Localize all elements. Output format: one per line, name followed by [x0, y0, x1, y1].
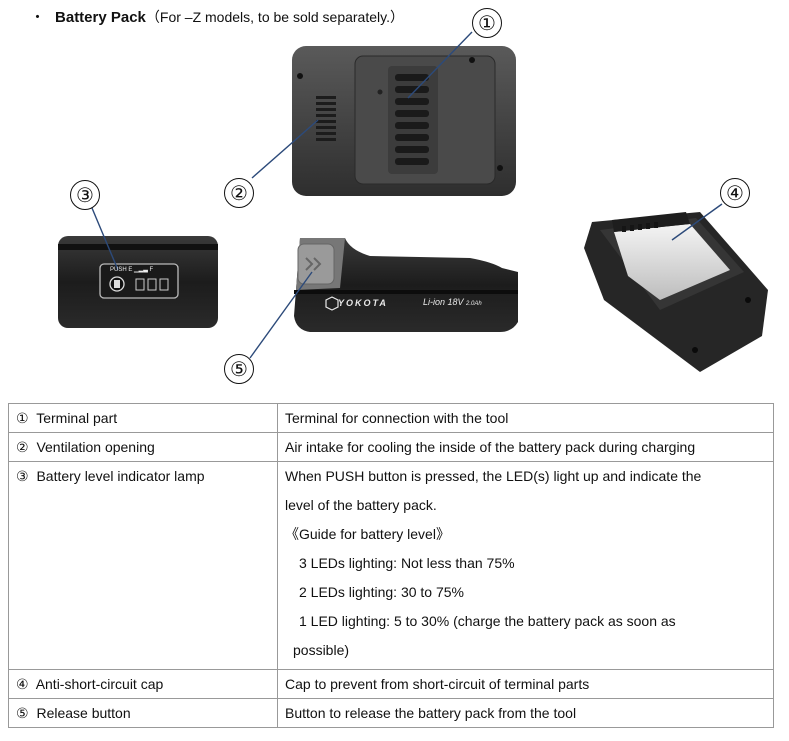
- part-number: ②: [16, 439, 29, 455]
- callout-5: ⑤: [224, 354, 254, 384]
- part-number: ⑤: [16, 705, 29, 721]
- battery-side-view: [294, 238, 518, 332]
- desc-cell: Air intake for cooling the inside of the…: [277, 432, 774, 462]
- part-description: Button to release the battery pack from …: [285, 705, 577, 721]
- part-name: Ventilation opening: [36, 439, 155, 455]
- parts-table: ① Terminal part Terminal for connection …: [8, 403, 774, 728]
- desc-cell: Cap to prevent from short-circuit of ter…: [277, 669, 774, 699]
- part-cell: ⑤ Release button: [8, 698, 278, 728]
- battery-figure: ① ② ③ ④ ⑤ YOKOTA Li-ion 18V 2.0Ah PUSH E…: [58, 8, 768, 384]
- desc-cell: When PUSH button is pressed, the LED(s) …: [277, 461, 774, 670]
- part-description: Air intake for cooling the inside of the…: [285, 439, 696, 455]
- section-title: Battery Pack: [55, 9, 146, 26]
- callout-3: ③: [70, 180, 100, 210]
- part-number: ③: [16, 468, 29, 484]
- battery-capacity: 2.0Ah: [466, 301, 482, 307]
- part-name: Release button: [36, 705, 131, 721]
- battery-top-view: [292, 46, 516, 196]
- part-cell: ① Terminal part: [8, 403, 278, 433]
- desc-cell: Button to release the battery pack from …: [277, 698, 774, 728]
- description-line: possible): [293, 642, 350, 658]
- part-cell: ② Ventilation opening: [8, 432, 278, 462]
- part-description: Terminal for connection with the tool: [285, 410, 509, 426]
- table-row: ⑤ Release button Button to release the b…: [8, 698, 774, 728]
- desc-cell: Terminal for connection with the tool: [277, 403, 774, 433]
- bullet: ・: [30, 9, 46, 26]
- table-row: ③ Battery level indicator lamp When PUSH…: [8, 461, 774, 670]
- part-cell: ③ Battery level indicator lamp: [8, 461, 278, 670]
- description-line: When PUSH button is pressed, the LED(s) …: [285, 468, 702, 484]
- leader-lines: [91, 31, 723, 359]
- battery-front-view: [58, 236, 218, 328]
- battery-model-text: Li-ion 18V 2.0Ah: [423, 297, 482, 307]
- guide-heading: 《Guide for battery level》: [285, 526, 450, 542]
- table-row: ② Ventilation opening Air intake for coo…: [8, 432, 774, 462]
- section-header: ・ Battery Pack（For –Z models, to be sold …: [30, 6, 404, 27]
- led-panel-label: PUSH E ▁▂▃ F: [110, 267, 154, 273]
- callout-4: ④: [720, 178, 750, 208]
- description-line: 2 LEDs lighting: 30 to 75%: [299, 584, 464, 600]
- part-name: Terminal part: [36, 410, 118, 426]
- part-name: Anti-short-circuit cap: [35, 676, 164, 692]
- description-line: 3 LEDs lighting: Not less than 75%: [299, 555, 515, 571]
- battery-illustration: [58, 31, 768, 372]
- table-row: ① Terminal part Terminal for connection …: [8, 403, 774, 433]
- brand-logo-text: YOKOTA: [338, 298, 388, 308]
- section-subtitle: （For –Z models, to be sold separately.）: [145, 9, 404, 25]
- description-line: level of the battery pack.: [285, 497, 437, 513]
- part-number: ①: [16, 410, 29, 426]
- part-cell: ④ Anti-short-circuit cap: [8, 669, 278, 699]
- part-description: Cap to prevent from short-circuit of ter…: [285, 676, 590, 692]
- battery-cap-view: [584, 212, 768, 372]
- table-row: ④ Anti-short-circuit cap Cap to prevent …: [8, 669, 774, 699]
- callout-2: ②: [224, 178, 254, 208]
- callout-1: ①: [472, 8, 502, 38]
- description-line: 1 LED lighting: 5 to 30% (charge the bat…: [299, 613, 676, 629]
- part-name: Battery level indicator lamp: [36, 468, 205, 484]
- part-number: ④: [16, 676, 29, 692]
- battery-voltage: Li-ion 18V: [423, 297, 464, 307]
